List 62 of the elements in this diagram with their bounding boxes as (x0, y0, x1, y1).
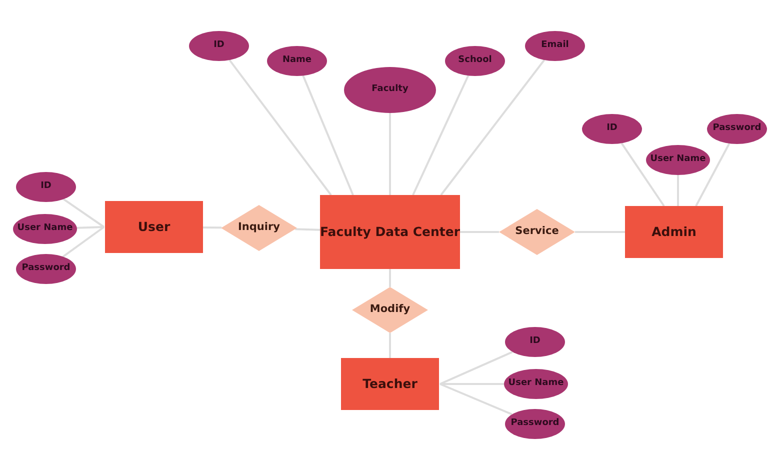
entity-box (320, 195, 460, 269)
connector-line (695, 143, 730, 206)
connector-line (76, 226, 104, 229)
node-label: Inquiry (238, 222, 280, 234)
node-label: Password (22, 264, 70, 274)
connector-line (389, 333, 391, 358)
attribute-ellipse (505, 409, 565, 439)
attribute-ellipse (582, 114, 642, 144)
node-label: Faculty (372, 85, 408, 95)
node-label: Faculty Data Center (320, 225, 460, 239)
node-label: Name (282, 56, 312, 66)
attribute-ellipse (13, 214, 77, 244)
node-label: Email (541, 41, 569, 51)
connector-line (202, 226, 222, 229)
node-label: Modify (370, 304, 410, 316)
connector-line (440, 383, 512, 416)
attribute-ellipse (707, 114, 767, 144)
node-label: User Name (17, 224, 73, 234)
node-label: Admin (652, 225, 696, 239)
attribute-ellipse (267, 46, 327, 76)
connector-line (677, 175, 679, 206)
node-label: ID (214, 41, 224, 51)
connector-line (63, 198, 105, 228)
attribute-ellipse (504, 369, 568, 399)
entity-box (105, 201, 203, 253)
node-label: Password (712, 124, 762, 134)
connector-line (460, 231, 499, 233)
entity-box (341, 358, 439, 410)
connector-line (302, 75, 354, 196)
connector-line (440, 351, 513, 385)
connector-line (389, 269, 391, 287)
relationship-diamond (352, 287, 428, 333)
connector-line (440, 59, 546, 196)
node-label: User Name (650, 155, 706, 165)
node-label: User Name (508, 379, 564, 389)
attribute-ellipse (505, 327, 565, 357)
node-label: Password (510, 419, 560, 429)
connector-line (228, 59, 332, 196)
attribute-ellipse (525, 31, 585, 61)
relationship-diamond (221, 205, 297, 251)
node-label: ID (40, 182, 52, 192)
connector-line (575, 231, 625, 233)
entity-box (625, 206, 723, 258)
connector-line (412, 75, 470, 196)
node-label: ID (530, 337, 540, 347)
relationship-diamond (499, 209, 575, 255)
connector-line (440, 383, 504, 385)
connector-line (295, 228, 320, 231)
attribute-ellipse (344, 67, 436, 113)
attribute-ellipse (445, 46, 505, 76)
connector-line (620, 142, 665, 207)
attribute-ellipse (189, 31, 249, 61)
attribute-ellipse (16, 254, 76, 284)
attribute-ellipse (646, 145, 710, 175)
node-label: Service (515, 226, 559, 238)
connector-line (389, 113, 391, 195)
connector-line (62, 226, 105, 258)
node-label: User (138, 220, 170, 234)
attribute-ellipse (16, 172, 76, 202)
node-label: ID (606, 124, 618, 134)
node-label: School (458, 56, 492, 66)
node-label: Teacher (362, 377, 418, 391)
